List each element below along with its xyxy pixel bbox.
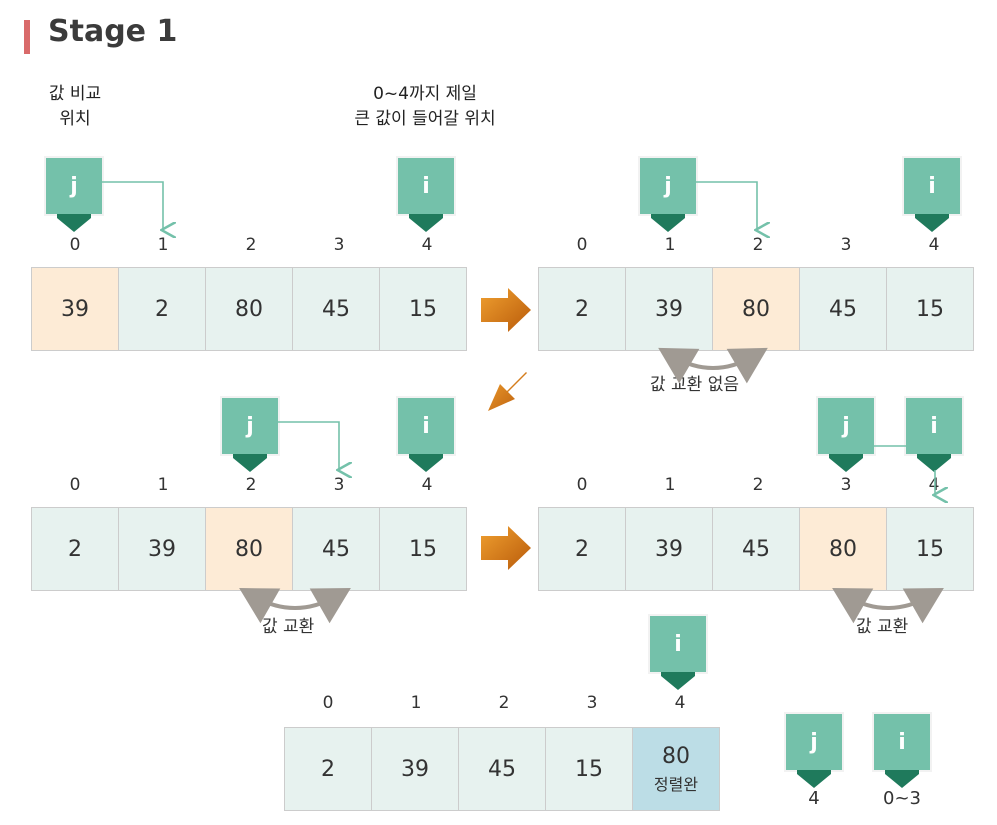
next-step-arrow-icon <box>488 372 527 411</box>
title-accent-bar <box>24 20 30 54</box>
array-row-step2: 2 39 80 45 15 <box>538 267 974 351</box>
array-cell: 15 <box>546 728 632 810</box>
array-cell: 39 <box>372 728 458 810</box>
i-pointer: i <box>398 158 454 232</box>
down-arrow-icon <box>797 774 831 788</box>
array-cell: 45 <box>713 508 799 590</box>
j-range-label: 4 <box>808 788 820 809</box>
array-cell: 15 <box>887 508 973 590</box>
down-arrow-icon <box>233 458 267 472</box>
j-pointer: j <box>46 158 102 232</box>
i-pointer: i <box>906 398 962 472</box>
compare-position-label: 값 비교 위치 <box>48 84 102 129</box>
array-row-result: 2 39 45 15 80 정렬완 <box>284 727 720 811</box>
down-arrow-icon <box>917 458 951 472</box>
i-pointer: i <box>398 398 454 472</box>
array-cell: 45 <box>459 728 545 810</box>
array-cell: 15 <box>380 268 466 350</box>
down-arrow-icon <box>661 676 695 690</box>
array-cell: 2 <box>285 728 371 810</box>
array-cell: 80 <box>800 508 886 590</box>
array-cell: 45 <box>293 268 379 350</box>
i-range-label: 0~3 <box>883 788 921 809</box>
array-cell: 80 <box>713 268 799 350</box>
array-cell: 2 <box>539 268 625 350</box>
array-row-step3: 2 39 80 45 15 <box>31 507 467 591</box>
j-pointer: j <box>818 398 874 472</box>
array-cell: 2 <box>539 508 625 590</box>
j-connector <box>102 181 163 230</box>
array-cell: 15 <box>380 508 466 590</box>
sorted-label: 정렬완 <box>653 774 699 794</box>
down-arrow-icon <box>57 218 91 232</box>
j-legend: j <box>786 714 842 788</box>
down-arrow-icon <box>651 218 685 232</box>
array-cell: 2 <box>119 268 205 350</box>
j-connector <box>278 421 339 470</box>
array-cell: 80 <box>206 268 292 350</box>
j-pointer: j <box>222 398 278 472</box>
down-arrow-icon <box>885 774 919 788</box>
array-cell: 80 <box>206 508 292 590</box>
down-arrow-icon <box>409 218 443 232</box>
swap-arc <box>832 588 944 624</box>
down-arrow-icon <box>915 218 949 232</box>
swap-arc <box>658 347 768 384</box>
array-row-step1: 39 2 80 45 15 <box>31 267 467 351</box>
array-cell: 39 <box>626 508 712 590</box>
swap-arc <box>239 588 351 624</box>
array-cell: 15 <box>887 268 973 350</box>
sorted-cell: 80 정렬완 <box>633 728 719 810</box>
next-step-arrow-icon <box>481 526 531 570</box>
array-cell: 39 <box>626 268 712 350</box>
j-pointer: j <box>640 158 696 232</box>
down-arrow-icon <box>829 458 863 472</box>
i-legend: i <box>874 714 930 788</box>
array-cell: 45 <box>800 268 886 350</box>
array-cell: 39 <box>119 508 205 590</box>
array-cell: 45 <box>293 508 379 590</box>
i-pointer: i <box>650 616 706 690</box>
target-position-label: 0~4까지 제일 큰 값이 들어갈 위치 <box>354 84 496 129</box>
array-cell: 39 <box>32 268 118 350</box>
array-row-step4: 2 39 45 80 15 <box>538 507 974 591</box>
page-title: Stage 1 <box>48 14 178 49</box>
next-step-arrow-icon <box>481 288 531 332</box>
j-connector <box>696 181 757 230</box>
i-pointer: i <box>904 158 960 232</box>
array-cell: 2 <box>32 508 118 590</box>
down-arrow-icon <box>409 458 443 472</box>
